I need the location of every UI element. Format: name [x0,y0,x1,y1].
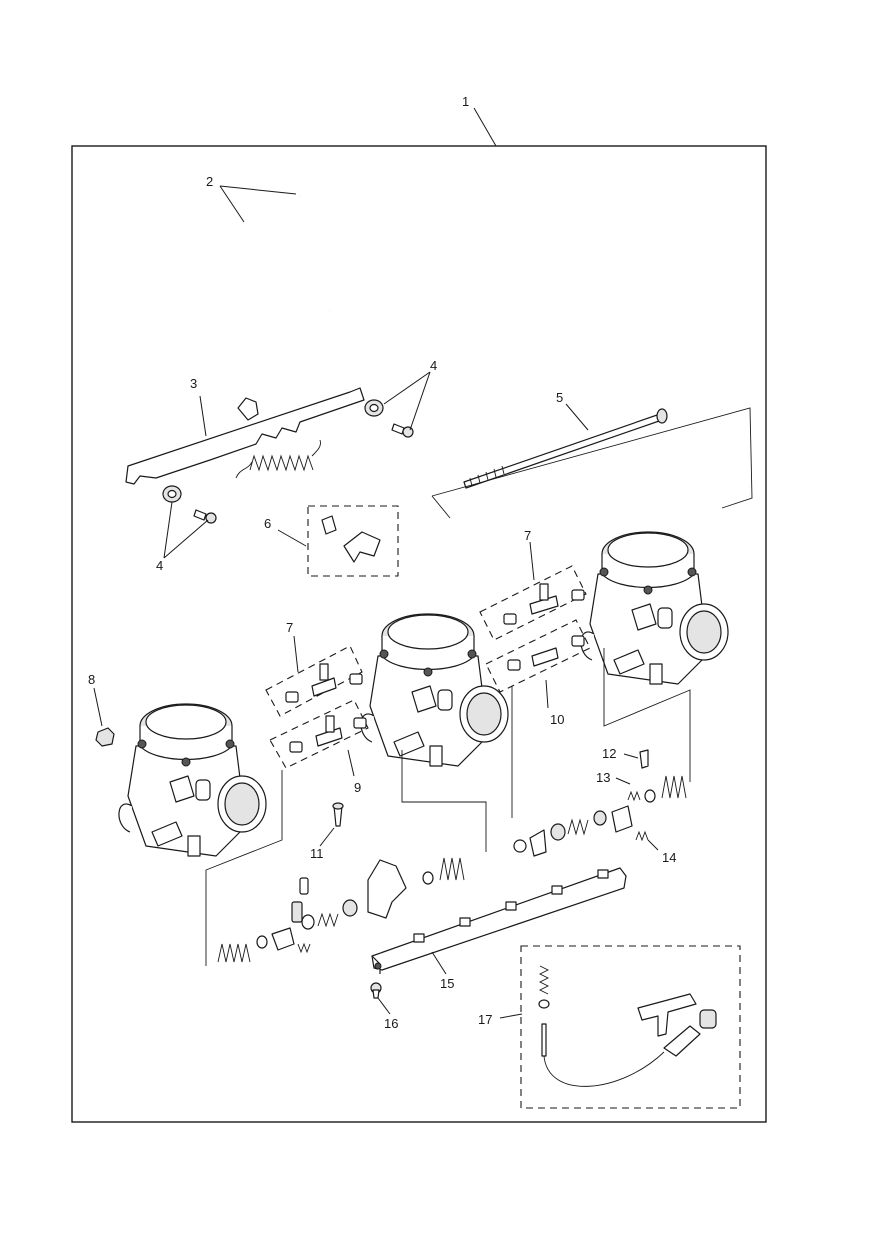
part-4-washer-screw-upper [364,399,414,438]
callout-16: 16 [384,1016,398,1031]
callout-6: 6 [264,516,271,531]
part-8-nut [95,727,115,747]
part-2-hoses [177,174,447,313]
callout-8: 8 [88,672,95,687]
part-5-through-bolt [463,408,668,489]
linkage-outline-left [205,770,283,966]
part-7-fitting-box-right [479,565,587,641]
callout-14: 14 [662,850,676,865]
callout-7-left: 7 [286,620,293,635]
carburettor-right [580,531,729,685]
linkage-group-right [513,749,687,857]
callout-2: 2 [206,174,213,189]
part-11-screw [332,802,344,827]
part-7-fitting-box-left [265,645,363,717]
part-3-bracket [125,387,365,485]
part-6-clip [321,515,381,563]
carburettor-centre-left [360,613,509,767]
assembly-frame [71,145,767,1123]
callout-17: 17 [478,1012,492,1027]
callout-3: 3 [190,376,197,391]
part-6-kit-box [307,505,399,577]
part-9-fitting-box [269,699,369,769]
callout-11: 11 [310,846,324,861]
callout-13: 13 [596,770,610,785]
callout-15: 15 [440,976,454,991]
bracket-return-spring [249,439,321,472]
part-17-kit-box [520,945,741,1109]
part-4-washer-screw-lower [162,485,217,524]
carburettor-left [118,703,267,857]
callout-labels: 1 2 3 4 4 5 6 7 7 8 9 10 11 12 13 14 15 … [88,94,676,1031]
callout-4-lower: 4 [156,558,163,573]
callout-1: 1 [462,94,469,109]
part-10-fitting-box [485,619,591,693]
callout-5: 5 [556,390,563,405]
callout-10: 10 [550,712,564,727]
part-15-fuel-rail [371,867,627,974]
part-17-choke-cable [538,965,717,1087]
bolt-bracket-outline [431,407,753,519]
callout-12: 12 [602,746,616,761]
linkage-outline-centre [401,750,487,852]
callout-9: 9 [354,780,361,795]
linkage-outline-right [603,648,691,782]
leader-lines [93,107,659,1019]
linkage-group-left [217,857,465,963]
callout-4-upper: 4 [430,358,437,373]
callout-7-right: 7 [524,528,531,543]
part-16-screw [370,982,382,999]
